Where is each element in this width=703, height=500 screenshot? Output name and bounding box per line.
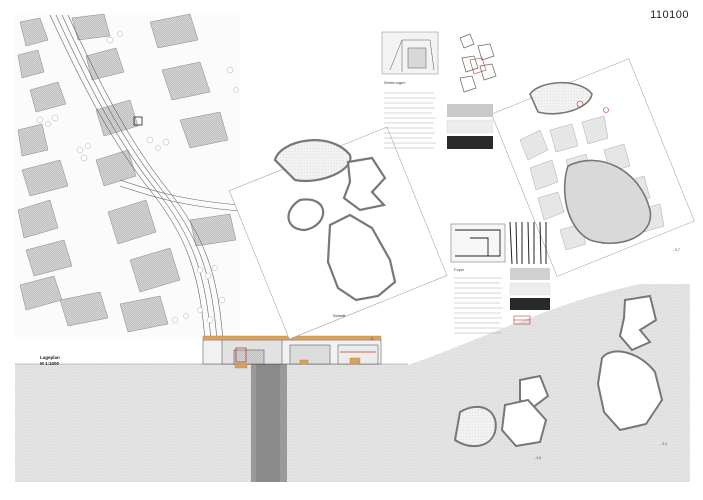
caption-wohnungen: Wohnungen — [384, 80, 406, 85]
plan-level-label: - 3,8 — [534, 456, 542, 460]
site-plan-title: Lageplan M 1:1000 — [40, 355, 60, 367]
plan-level-label: - 5,7 — [673, 248, 681, 252]
plan-level-label: - 3,4 — [660, 442, 668, 446]
section-label: Schnitt — [333, 313, 346, 318]
caption-foyer: Foyer — [454, 267, 465, 272]
site-plan-title-text: Lageplan — [40, 355, 60, 360]
site-plan-scale: M 1:1000 — [40, 361, 60, 366]
plan-level-label: - 8 — [369, 337, 374, 341]
project-code: 110100 — [650, 9, 689, 21]
